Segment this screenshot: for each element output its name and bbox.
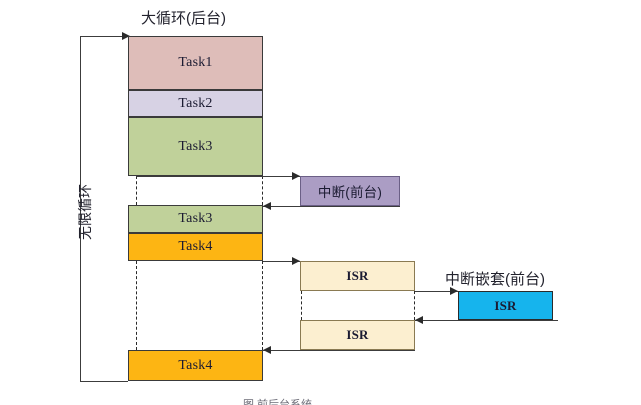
isr-block-nested[interactable]: ISR <box>458 291 553 320</box>
nested-interrupt-title: 中断嵌套(前台) <box>445 271 545 288</box>
nested-enter-line <box>415 291 458 292</box>
isr-column-dashed-right <box>414 291 415 320</box>
isr-return-arrowhead <box>263 345 271 354</box>
main-column-dashed-right-gap1 <box>262 176 263 205</box>
isr-enter-line <box>263 261 300 262</box>
interrupt-return-line <box>263 206 400 207</box>
loop-top-line <box>80 36 126 37</box>
nested-return-arrowhead <box>415 315 423 324</box>
isr-block-upper[interactable]: ISR <box>300 261 415 291</box>
task-block-task4-second[interactable]: Task4 <box>128 350 263 381</box>
interrupt-enter-arrowhead <box>292 171 300 180</box>
task-block-task1[interactable]: Task1 <box>128 36 263 90</box>
nested-return-line <box>415 320 558 321</box>
task-block-task2[interactable]: Task2 <box>128 90 263 117</box>
task-block-task4-first[interactable]: Task4 <box>128 233 263 261</box>
main-column-dashed-left-gap1 <box>136 176 137 205</box>
main-column-dashed-right-gap2 <box>262 261 263 350</box>
infinite-loop-label: 无限循环 <box>77 184 93 240</box>
main-column-dashed-left-gap2 <box>136 261 137 350</box>
loop-top-arrowhead <box>122 31 130 40</box>
bottom-caption: 图 前后台系统 <box>243 399 313 405</box>
isr-block-lower[interactable]: ISR <box>300 320 415 350</box>
task-block-task3-first[interactable]: Task3 <box>128 117 263 176</box>
isr-return-line <box>263 350 415 351</box>
loop-left-line <box>80 36 81 381</box>
interrupt-enter-line <box>263 176 300 177</box>
main-loop-title: 大循环(后台) <box>141 10 226 27</box>
interrupt-block[interactable]: 中断(前台) <box>300 176 400 206</box>
interrupt-return-arrowhead <box>263 201 271 210</box>
nested-enter-arrowhead <box>450 286 458 295</box>
isr-column-dashed-left <box>301 291 302 320</box>
isr-enter-arrowhead <box>292 256 300 265</box>
gap1-top-rule <box>136 176 263 177</box>
gap1-bottom-rule <box>136 205 263 206</box>
task-block-task3-second[interactable]: Task3 <box>128 205 263 233</box>
loop-bottom-line <box>80 381 128 382</box>
